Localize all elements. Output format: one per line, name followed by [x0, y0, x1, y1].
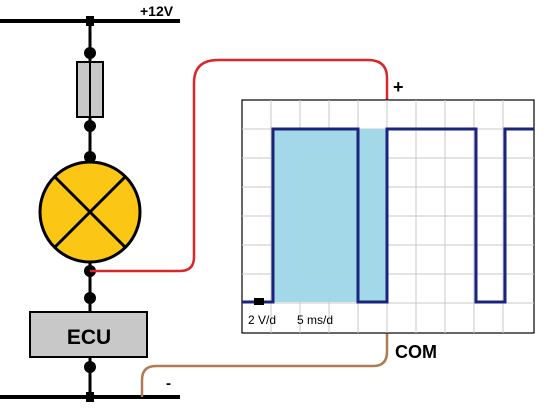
fuse-icon — [76, 61, 104, 118]
negative-probe-label: - — [166, 375, 171, 392]
lamp-icon — [38, 160, 142, 264]
scope-volts-per-div: 2 V/d — [248, 313, 276, 327]
common-probe-wire — [140, 333, 389, 397]
oscilloscope-screen — [241, 99, 535, 334]
bus-ticks — [86, 16, 94, 402]
scope-time-per-div: 5 ms/d — [297, 313, 333, 327]
common-probe-label: COM — [395, 342, 437, 362]
supply-label: +12V — [140, 3, 174, 19]
scope-waveform-trace — [242, 127, 534, 304]
scope-highlight-region — [273, 129, 387, 302]
positive-probe-wire — [90, 58, 389, 273]
ecu-label: ECU — [67, 326, 111, 349]
positive-probe-label: + — [393, 77, 404, 97]
ecu-module-icon — [29, 311, 148, 358]
scope-ground-marker — [254, 298, 264, 305]
